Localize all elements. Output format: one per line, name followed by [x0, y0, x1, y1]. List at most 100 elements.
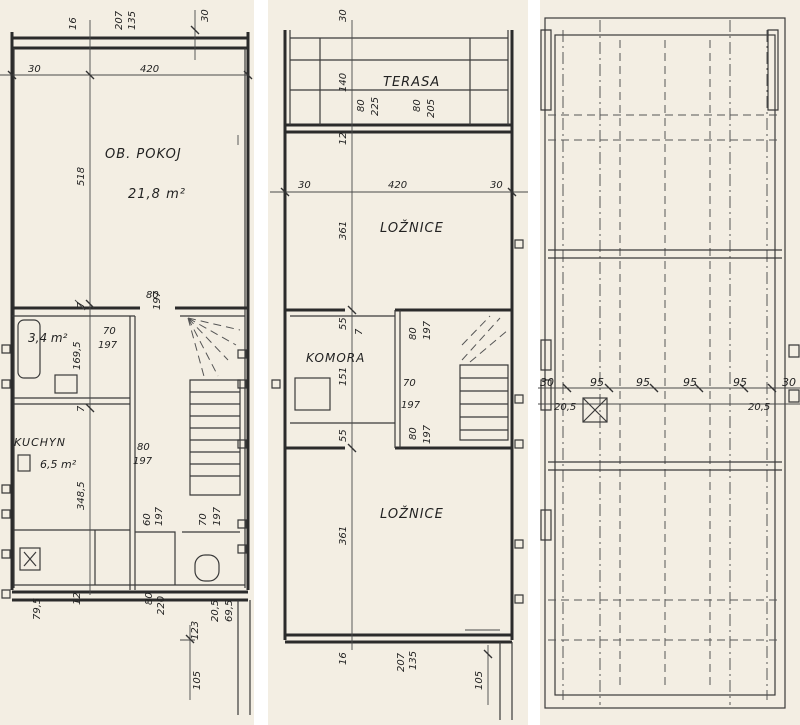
ground-stair-treads: [190, 391, 240, 477]
dim-u-bed2-361: 361: [338, 526, 349, 545]
ground-floor-plan: OB. POKOJ 21,8 m² 3,4 m² KUCHYN 6,5 m² 1…: [0, 9, 253, 715]
dim-g-top-a: 16: [68, 17, 79, 30]
stove-burner-cross: [23, 551, 37, 567]
dim-r-205b: 20,5: [748, 402, 770, 413]
dim-g-wall-7b: 7: [76, 405, 87, 412]
roof-beams: [548, 249, 782, 471]
upper-stairs: [459, 364, 509, 441]
dim-g-bottom-205: 20,5: [210, 600, 221, 622]
upper-side-marks: [271, 239, 524, 604]
room-area-living: 21,8 m²: [128, 187, 186, 202]
upper-dimension-lines: [270, 20, 528, 705]
dim-g-bottom-795: 79,5: [32, 598, 43, 620]
dim-u-door-197: 197: [401, 400, 421, 411]
stove: [19, 547, 41, 571]
dim-u-stair-197: 197: [422, 320, 433, 340]
room-label-storage: KOMORA: [306, 351, 365, 365]
dim-u-wall-55a: 55: [338, 317, 349, 330]
dim-g-bath-1695: 169,5: [72, 341, 83, 370]
bath-bottom-wall: [14, 397, 130, 405]
stair-winder-lines: [187, 317, 241, 381]
storage-lines: [290, 315, 395, 424]
dim-g-door-197: 197: [152, 290, 163, 310]
dim-u-wall-12: 12: [338, 132, 349, 145]
dim-g-wall-7a: 7: [76, 301, 87, 308]
upper-bottom-extension: [499, 642, 513, 720]
ground-bottom-walls: [12, 590, 248, 602]
dim-g-door-70: 70: [103, 326, 116, 337]
dim-g-bottom-220: 220: [156, 596, 167, 615]
dim-r-95d: 95: [733, 376, 747, 389]
ground-dimension-lines: [0, 10, 248, 700]
dim-u-door-80: 80: [408, 427, 419, 440]
dim-r-95a: 95: [590, 376, 604, 389]
dim-g-height-518: 518: [76, 167, 87, 186]
roof-outline-inner: [554, 34, 776, 696]
dim-g-door-60: 60: [142, 513, 153, 526]
dim-r-205a: 20,5: [554, 402, 576, 413]
dim-g-door-80b: 80: [137, 442, 150, 453]
roof-axis-lines: [562, 20, 768, 705]
terrace-outline: [289, 30, 509, 125]
kitchen-sink: [17, 454, 31, 472]
roof-dimension-lines: [538, 387, 800, 405]
roof-outline-outer: [544, 17, 786, 709]
sheet-gap-left: [254, 0, 268, 725]
dim-u-bottom-207: 207: [396, 652, 407, 672]
kitchen-lines: [14, 529, 245, 586]
dim-u-terr-225: 225: [370, 97, 381, 116]
storage-hatch: [294, 377, 331, 411]
dim-g-door-197c: 197: [133, 456, 153, 467]
roof-hatch: [582, 397, 608, 423]
upper-stair-winders: [461, 315, 509, 363]
roof-purlin-lines: [548, 114, 782, 641]
upper-dimension-ticks: [280, 187, 517, 659]
dim-u-door-70: 70: [403, 378, 416, 389]
dim-g-top-d: 30: [200, 9, 211, 22]
dim-u-top-30: 30: [338, 9, 349, 22]
upper-outer-walls: [283, 30, 514, 640]
dim-u-stair-80: 80: [408, 327, 419, 340]
dim-g-top-c: 135: [127, 11, 138, 30]
dim-u-bottom-105: 105: [474, 671, 485, 690]
room-label-kitchen: KUCHYN: [14, 436, 66, 449]
dim-u-wall-7: 7: [354, 328, 365, 335]
room-area-bath: 3,4 m²: [28, 331, 68, 345]
ground-centre-wall: [129, 316, 136, 590]
dim-u-bottom-135: 135: [408, 651, 419, 670]
dim-u-store-151: 151: [338, 367, 349, 386]
upper-floor-plan: TERASA LOŽNICE KOMORA LOŽNICE 30 140 80 …: [270, 9, 528, 720]
dim-u-wall-55b: 55: [338, 429, 349, 442]
roof-rafter-lines: [619, 40, 711, 690]
dim-g-kitchen-3485: 348,5: [76, 481, 87, 510]
dim-g-bottom-80: 80: [144, 592, 155, 605]
upper-bottom-walls: [285, 633, 512, 644]
ground-bottom-extension: [237, 600, 251, 715]
ground-stairs: [189, 379, 241, 496]
dim-r-95c: 95: [683, 376, 697, 389]
dim-g-top-b: 207: [114, 10, 125, 30]
dim-u-right-30: 30: [490, 180, 503, 191]
dim-u-terr-80a: 80: [356, 99, 367, 112]
dim-g-door-197d: 197: [154, 506, 165, 526]
dim-g-bottom-105: 105: [192, 671, 203, 690]
ground-inner-wall-lines: [13, 48, 246, 588]
dim-u-terr-80b: 80: [412, 99, 423, 112]
dim-g-left-30: 30: [28, 64, 41, 75]
room-label-living: OB. POKOJ: [105, 147, 182, 162]
room-label-bedroom-2: LOŽNICE: [380, 506, 444, 522]
room-label-bedroom-1: LOŽNICE: [380, 220, 444, 236]
dim-r-30a: 30: [540, 376, 554, 389]
dim-u-terr-140: 140: [338, 73, 349, 92]
dim-r-95b: 95: [636, 376, 650, 389]
ground-side-marks: [1, 344, 247, 599]
dim-g-door-197e: 197: [212, 506, 223, 526]
sheet-gap-right: [528, 0, 540, 725]
room-area-kitchen: 6,5 m²: [40, 458, 77, 471]
roof-side-members: [540, 29, 800, 541]
terrace-grid: [290, 38, 508, 125]
dim-r-30b: 30: [782, 376, 796, 389]
wc-lines: [135, 531, 240, 585]
bathtub: [17, 319, 41, 379]
